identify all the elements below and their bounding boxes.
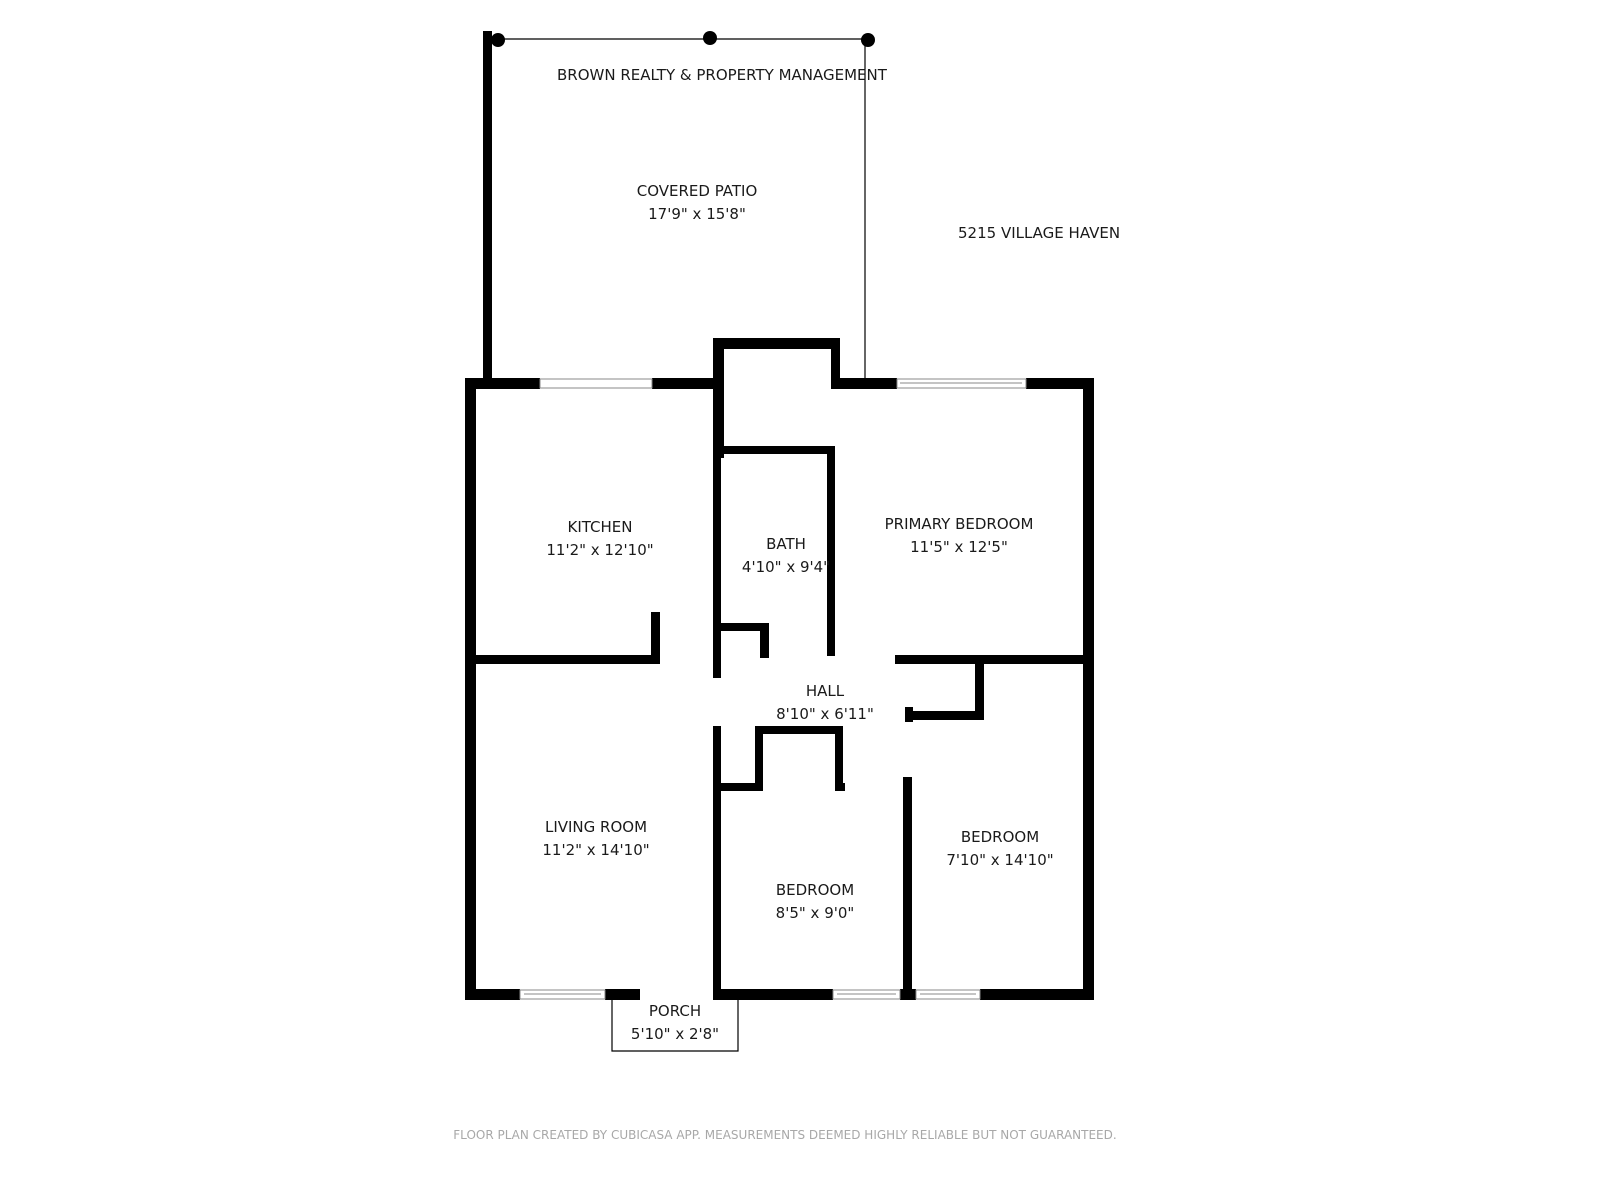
room-name: COVERED PATIO [636, 182, 758, 200]
room-bath: BATH 4'10" x 9'4" [742, 533, 830, 579]
room-dimensions: 8'5" x 9'0" [775, 904, 855, 922]
room-name: PRIMARY BEDROOM [884, 515, 1034, 533]
windows [519, 378, 1027, 1000]
room-primary-bedroom: PRIMARY BEDROOM 11'5" x 12'5" [885, 513, 1034, 559]
room-name: LIVING ROOM [544, 818, 648, 836]
room-name: BATH [766, 535, 806, 553]
room-dimensions: 11'5" x 12'5" [910, 538, 1008, 556]
patio-outline [494, 38, 866, 378]
room-bedroom-2: BEDROOM 7'10" x 14'10" [946, 826, 1053, 872]
room-dimensions: 8'10" x 6'11" [776, 705, 874, 723]
room-dimensions: 11'2" x 14'10" [542, 841, 650, 859]
room-name: BEDROOM [775, 881, 855, 899]
room-name: KITCHEN [567, 518, 633, 536]
room-kitchen: KITCHEN 11'2" x 12'10" [546, 516, 653, 562]
room-porch: PORCH 5'10" x 2'8" [631, 1000, 719, 1046]
room-dimensions: 5'10" x 2'8" [630, 1025, 720, 1043]
room-name: PORCH [648, 1002, 702, 1020]
disclaimer-footer: FLOOR PLAN CREATED BY CUBICASA APP. MEAS… [453, 1128, 1117, 1142]
room-bedroom-1: BEDROOM 8'5" x 9'0" [776, 879, 855, 925]
room-name: HALL [805, 682, 845, 700]
room-name: BEDROOM [960, 828, 1040, 846]
interior-walls [465, 378, 1094, 1000]
room-dimensions: 11'2" x 12'10" [546, 541, 654, 559]
room-hall: HALL 8'10" x 6'11" [776, 680, 874, 726]
room-living-room: LIVING ROOM 11'2" x 14'10" [542, 816, 649, 862]
patio-posts [483, 31, 875, 379]
room-covered-patio: COVERED PATIO 17'9" x 15'8" [637, 180, 758, 226]
address-label: 5215 VILLAGE HAVEN [958, 224, 1121, 242]
porch-outline [611, 1000, 739, 1052]
room-dimensions: 17'9" x 15'8" [648, 205, 746, 223]
room-dimensions: 7'10" x 14'10" [946, 851, 1054, 869]
brand-label: BROWN REALTY & PROPERTY MANAGEMENT [557, 66, 887, 84]
room-dimensions: 4'10" x 9'4" [741, 558, 831, 576]
